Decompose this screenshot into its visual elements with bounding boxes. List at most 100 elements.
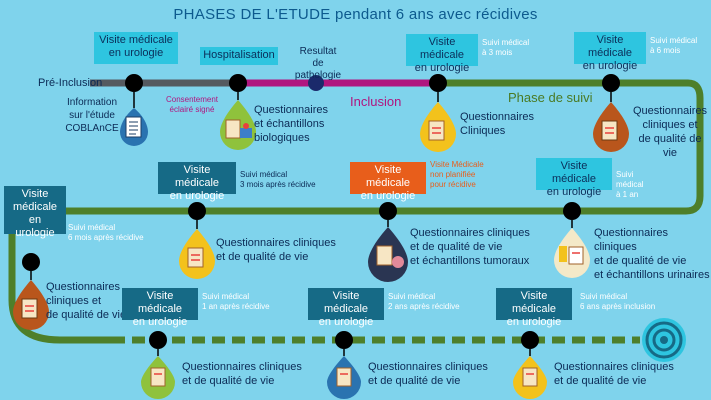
visit-label: Visite médicale (587, 34, 633, 59)
visit-box: Visite médicale en urologie (536, 158, 612, 198)
questionnaire-icon (593, 102, 629, 152)
unplanned-note-line: pour récidive (430, 180, 476, 189)
milestone-dot (602, 74, 620, 92)
visit-label: en urologie (169, 190, 225, 202)
visit-box: Visite médicale en urologie (574, 32, 646, 72)
questionnaire-line: et échantillons tumoraux (410, 255, 530, 267)
questionnaire-icon (327, 356, 361, 399)
followup-note-line: Suivi médical (68, 223, 116, 232)
questionnaire-icon (179, 229, 215, 279)
questionnaire-line: et de qualité de vie (594, 255, 687, 267)
followup-note: Suivi médical à 1 an (616, 170, 644, 200)
followup-note-line: 6 ans après inclusion (580, 302, 656, 311)
visit-box: Visite médicale en urologie (496, 288, 572, 328)
followup-note-line: Suivi médical (482, 38, 530, 47)
visit-label: Visite médicale (419, 36, 465, 61)
visit-label: médicale en (12, 201, 58, 226)
questionnaire-line: Questionnaires (633, 105, 707, 117)
questionnaire-icon (513, 356, 547, 399)
visit-label: en urologie (506, 316, 562, 328)
followup-note-line: Suivi médical (388, 292, 436, 301)
study-info-line: COBLAnCE (65, 123, 119, 134)
end-target-icon (642, 318, 686, 362)
questionnaire-line: Questionnaires (460, 111, 534, 123)
questionnaire-icon (141, 356, 175, 399)
visit-box: Visite médicale en urologie (158, 162, 236, 202)
questionnaire-line: Questionnaires cliniques (216, 237, 336, 249)
followup-note: Suivi médical 6 ans après inclusion (580, 292, 655, 312)
milestone-dot (229, 74, 247, 92)
milestone-dot (429, 74, 447, 92)
questionnaire-line: et de qualité de vie (182, 375, 275, 387)
followup-note-line: Suivi médical (240, 170, 288, 179)
followup-note-line: Suivi médical (580, 292, 628, 301)
unplanned-visit-box: Visite médicale en urologie (350, 162, 426, 202)
followup-note-line: Suivi médical (650, 36, 698, 45)
pathology-result-line: de pathologie (294, 58, 342, 81)
questionnaire-tumor-samples-icon (368, 227, 408, 282)
visit-label: Visite médicale (551, 160, 597, 185)
followup-note-line: 3 mois après récidive (240, 180, 316, 189)
visit-label: en urologie (414, 62, 470, 74)
questionnaire-line: et échantillons (254, 118, 325, 130)
followup-phase-label: Phase de suivi (508, 90, 593, 105)
questionnaire-clinical-label: Questionnaires Cliniques (460, 110, 534, 138)
visit-label: Visite (21, 188, 49, 200)
consent-note-line: éclairé signé (169, 105, 215, 114)
visit-label: urologie (15, 227, 55, 239)
milestone-dot (335, 331, 353, 349)
consent-note-line: Consentement (165, 95, 219, 104)
visit-label: Visite médicale (511, 290, 557, 315)
followup-note: Suivi médical 6 mois après récidive (68, 223, 144, 243)
questionnaire-line: Questionnaires cliniques (410, 227, 530, 239)
questionnaire-line: Questionnaires cliniques (554, 361, 674, 373)
unplanned-note-line: non planifiée (430, 170, 476, 179)
questionnaire-line: et échantillons urinaires (594, 269, 710, 281)
questionnaire-quality-label: Questionnaires cliniques et de qualité d… (46, 280, 126, 322)
followup-note-line: Suivi (616, 170, 634, 179)
questionnaire-quality-label: Questionnaires cliniques et de qualité d… (182, 360, 302, 388)
preinclusion-label: Pré-Inclusion (38, 77, 103, 89)
milestone-dot (379, 202, 397, 220)
followup-note-line: 2 ans après récidive (388, 302, 460, 311)
questionnaire-quality-label: Questionnaires cliniques et de qualité d… (368, 360, 488, 388)
visit-label: en urologie (108, 47, 164, 59)
questionnaire-line: cliniques et (642, 119, 698, 131)
visit-label: Visite médicale (323, 290, 369, 315)
milestone-dot (22, 253, 40, 271)
questionnaire-line: Questionnaires (254, 104, 328, 116)
pathology-result-label: Resultat de pathologie (290, 46, 346, 82)
followup-note-line: Suivi médical (202, 292, 250, 301)
questionnaire-line: et de qualité de vie (554, 375, 647, 387)
visit-label: en urologie (546, 186, 602, 198)
questionnaire-line: biologiques (254, 132, 310, 144)
hospitalisation-box: Hospitalisation (200, 47, 278, 65)
page-title: PHASES DE L'ETUDE pendant 6 ans avec réc… (173, 6, 538, 23)
visit-label: en urologie (360, 190, 416, 202)
questionnaire-line: de qualité de vie (46, 309, 127, 321)
visit-label: en urologie (318, 316, 374, 328)
followup-note-line: à 3 mois (482, 48, 513, 57)
questionnaire-quality-label: Questionnaires cliniques et de qualité d… (630, 104, 710, 160)
unplanned-visit-note: Visite Médicale non planifiée pour récid… (430, 160, 484, 190)
study-info-line: Information (66, 97, 118, 108)
milestone-dot-pathology (308, 75, 324, 91)
visit-box: Visite médicale en urologie (94, 32, 178, 64)
followup-note-line: médical (616, 180, 644, 189)
followup-note-line: 1 an après récidive (202, 302, 270, 311)
followup-note: Suivi médical à 6 mois (650, 36, 697, 56)
questionnaire-tumor-label: Questionnaires cliniques et de qualité d… (410, 226, 530, 268)
questionnaire-icon (13, 280, 49, 330)
visit-box: Visite médicale en urologie (4, 186, 66, 239)
questionnaire-line: Questionnaires cliniques (368, 361, 488, 373)
pathology-result-line: Resultat (299, 46, 337, 57)
milestone-dot (125, 74, 143, 92)
document-icon (120, 108, 148, 146)
questionnaire-line: Questionnaires (46, 281, 120, 293)
visit-label: Visite médicale (99, 34, 173, 46)
visit-label: Visite médicale (137, 290, 183, 315)
followup-note: Suivi médical à 3 mois (482, 38, 529, 58)
questionnaire-line: et de qualité de vie (368, 375, 461, 387)
